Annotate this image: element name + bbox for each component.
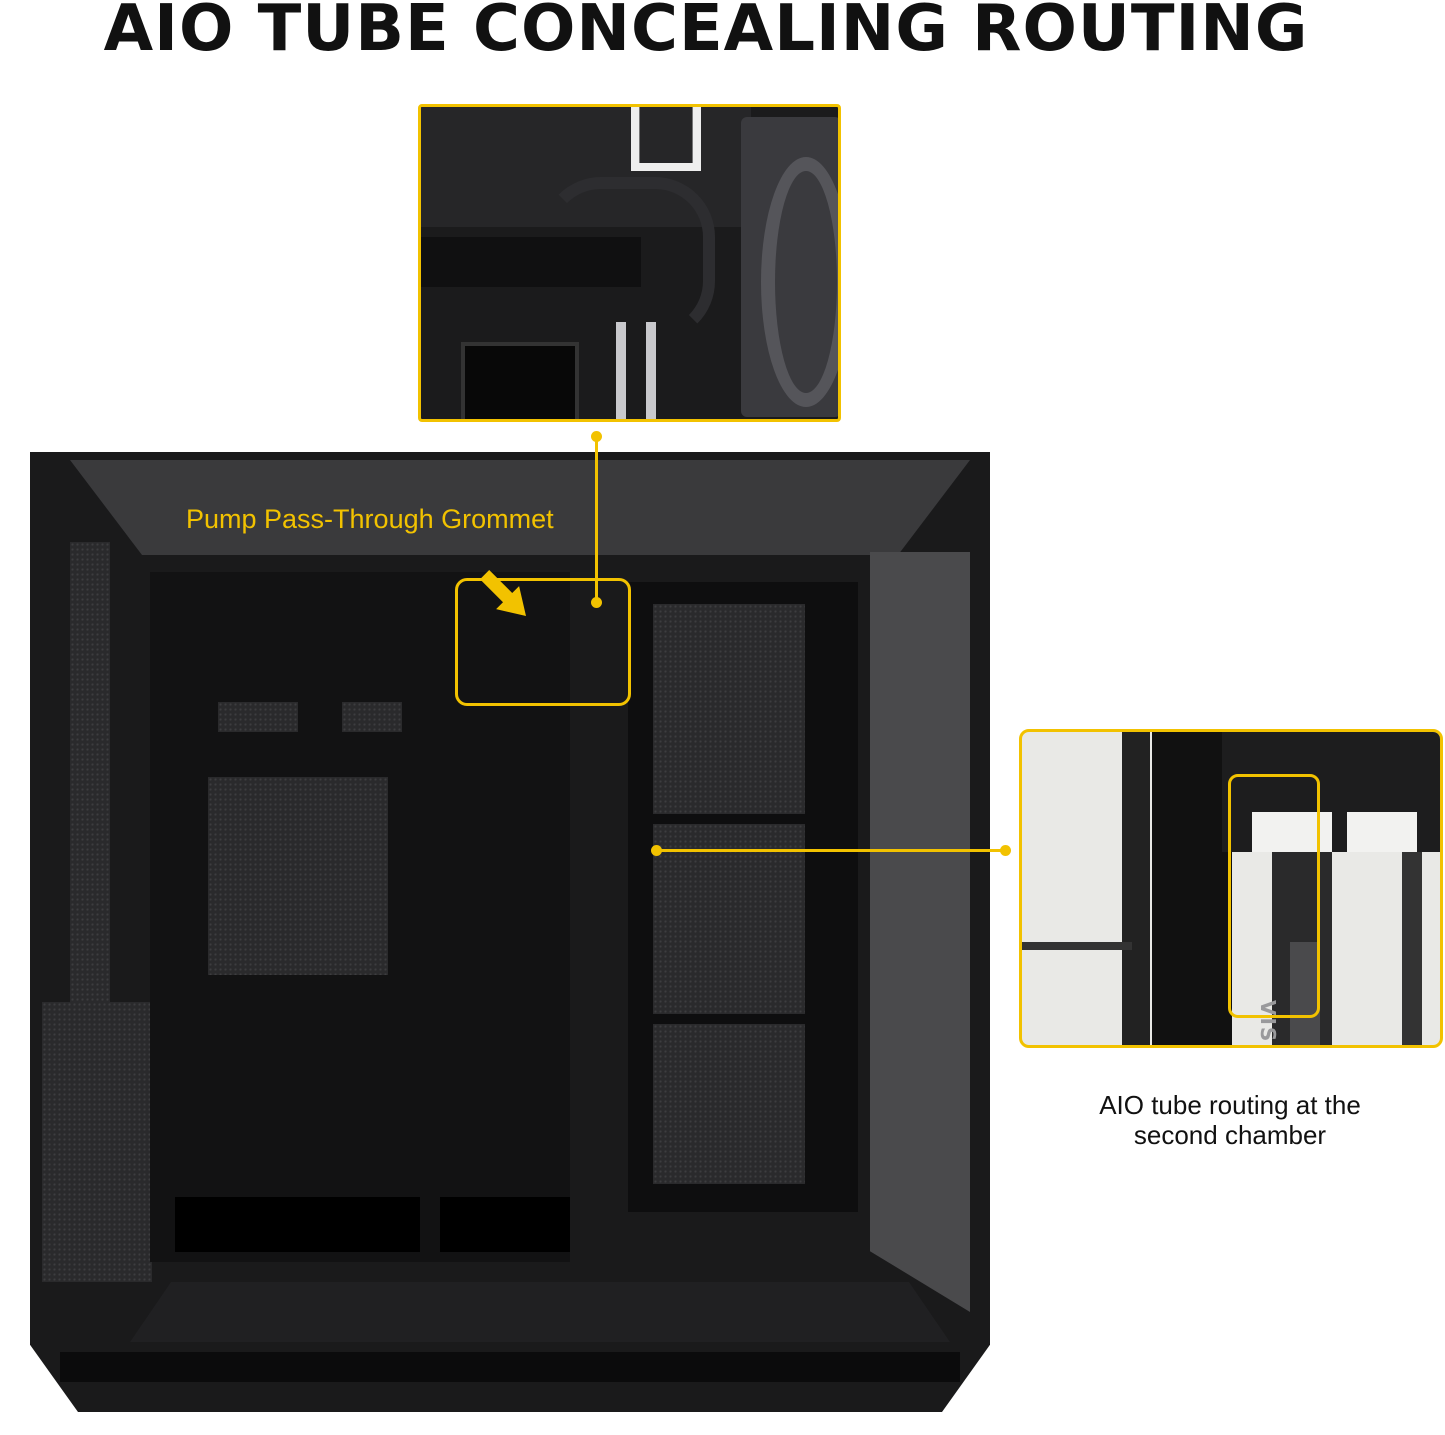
- second-chamber-caption: AIO tube routing at the second chamber: [1040, 1090, 1420, 1150]
- caption-line: second chamber: [1133, 1120, 1327, 1150]
- connector-line: [656, 849, 1006, 852]
- top-detail-photo: [418, 104, 841, 422]
- caption-line: AIO tube routing at the: [1099, 1090, 1361, 1120]
- connector-dot: [1000, 845, 1011, 856]
- connector-dot: [591, 597, 602, 608]
- connector-line: [595, 436, 598, 602]
- second-chamber-photo: VISION: [1019, 729, 1443, 1048]
- page-title: AIO TUBE CONCEALING ROUTING: [103, 0, 1309, 66]
- grommet-label: Pump Pass-Through Grommet: [186, 504, 554, 534]
- grommet-highlight: [455, 578, 631, 706]
